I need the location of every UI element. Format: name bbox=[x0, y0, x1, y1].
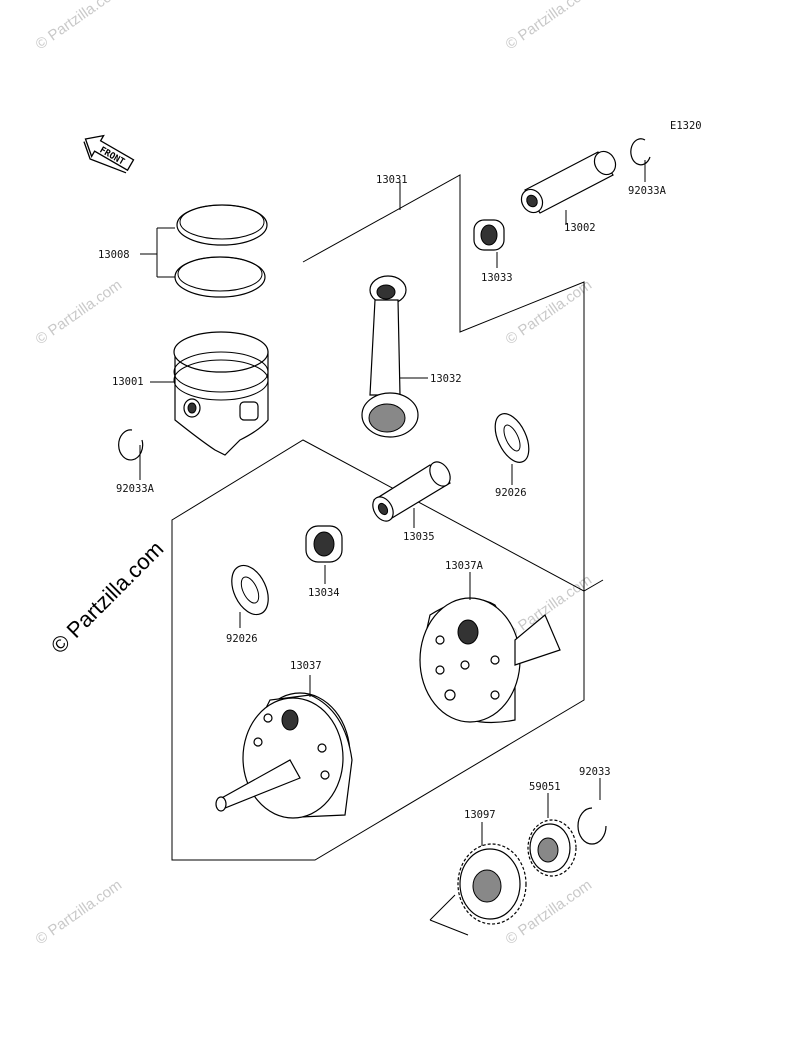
crank-pin-icon bbox=[372, 461, 452, 528]
piston-pin-icon bbox=[520, 150, 617, 225]
watermark-1: © Partzilla.com bbox=[33, 0, 126, 53]
crankshaft-right-icon bbox=[419, 572, 561, 724]
label-92033A-top: 92033A bbox=[628, 185, 667, 197]
label-59051: 59051 bbox=[529, 781, 561, 793]
label-13037: 13037 bbox=[290, 660, 322, 672]
watermark-4: © Partzilla.com bbox=[503, 276, 596, 348]
conrod-assy-bracket bbox=[171, 174, 604, 861]
bearing-big-end-icon bbox=[305, 525, 343, 584]
label-13032: 13032 bbox=[430, 373, 462, 385]
label-13097: 13097 bbox=[464, 809, 496, 821]
label-92026-right: 92026 bbox=[495, 487, 527, 499]
piston-rings-icon bbox=[140, 204, 268, 298]
watermark-main: © Partzilla.com bbox=[46, 536, 169, 659]
label-13037A: 13037A bbox=[445, 560, 484, 572]
washer-left-icon bbox=[231, 564, 269, 628]
bearing-small-end-icon bbox=[473, 219, 505, 268]
label-13035: 13035 bbox=[403, 531, 435, 543]
label-13008: 13008 bbox=[98, 249, 130, 261]
label-92033: 92033 bbox=[579, 766, 611, 778]
gear-13097-icon bbox=[457, 822, 527, 925]
label-13001: 13001 bbox=[112, 376, 144, 388]
diagram-code: E1320 bbox=[670, 120, 702, 132]
gear-59051-icon bbox=[527, 793, 577, 877]
label-13034: 13034 bbox=[308, 587, 340, 599]
part-labels: 13031 13002 92033A 13033 13008 13001 130… bbox=[98, 174, 667, 821]
conrod-icon bbox=[361, 275, 428, 438]
label-13002: 13002 bbox=[564, 222, 596, 234]
label-13033: 13033 bbox=[481, 272, 513, 284]
crankshaft-left-icon bbox=[215, 675, 353, 819]
watermark-6: © Partzilla.com bbox=[33, 876, 126, 948]
snap-ring-top-icon bbox=[630, 138, 651, 182]
washer-right-icon bbox=[494, 413, 530, 485]
label-92026-left: 92026 bbox=[226, 633, 258, 645]
label-92033A-left: 92033A bbox=[116, 483, 155, 495]
snap-ring-left-icon bbox=[118, 429, 144, 480]
watermark-2: © Partzilla.com bbox=[503, 0, 596, 53]
watermark-3: © Partzilla.com bbox=[33, 276, 126, 348]
gear-bracket bbox=[429, 894, 469, 936]
front-arrow-icon: FRONT bbox=[83, 134, 135, 174]
label-13031: 13031 bbox=[376, 174, 408, 186]
snap-ring-icon bbox=[577, 778, 607, 845]
piston-icon bbox=[150, 331, 269, 456]
